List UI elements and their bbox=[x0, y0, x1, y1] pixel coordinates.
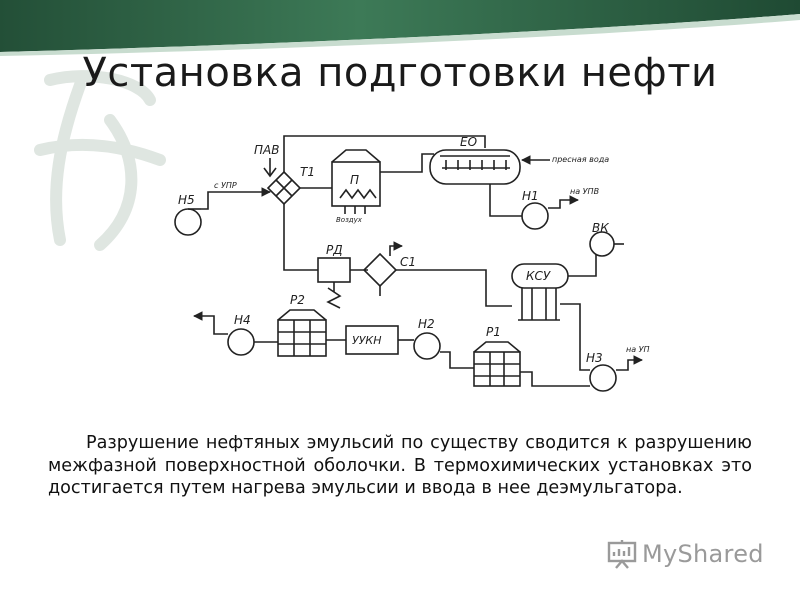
label-n4: Н4 bbox=[234, 313, 251, 327]
label-s-upr: с УПР bbox=[214, 181, 237, 190]
label-n1: Н1 bbox=[522, 189, 539, 203]
label-to-upv-1: на УПВ bbox=[570, 187, 599, 196]
label-fresh-water: пресная вода bbox=[552, 155, 609, 164]
label-pav: ПАВ bbox=[254, 143, 279, 157]
tank-r1 bbox=[473, 351, 521, 387]
logo-text: MyShared bbox=[642, 540, 764, 568]
top-decor-bar bbox=[0, 0, 800, 56]
pump-n5 bbox=[174, 208, 202, 236]
label-t1: Т1 bbox=[300, 165, 315, 179]
label-ksu: КСУ bbox=[526, 269, 551, 283]
label-rd: РД bbox=[326, 243, 343, 257]
label-n3: Н3 bbox=[586, 351, 603, 365]
tank-r2 bbox=[277, 319, 327, 357]
label-eo: ЕО bbox=[460, 135, 477, 149]
label-to-upv-2: на УПВ bbox=[626, 345, 650, 354]
pump-vk bbox=[589, 231, 615, 257]
pump-n1 bbox=[521, 202, 549, 230]
slide-title: Установка подготовки нефти bbox=[82, 50, 718, 96]
label-uukn: УУКН bbox=[352, 334, 382, 347]
settler-eo bbox=[429, 149, 521, 185]
myshared-logo: MyShared bbox=[606, 538, 766, 572]
slide-description: Разрушение нефтяных эмульсий по существу… bbox=[48, 433, 752, 498]
separator-c1 bbox=[362, 252, 398, 288]
label-vk: ВК bbox=[592, 221, 609, 235]
label-n2: Н2 bbox=[418, 317, 435, 331]
label-r2: Р2 bbox=[290, 293, 305, 307]
watermark-glyph bbox=[34, 70, 166, 251]
label-p: П bbox=[350, 173, 359, 187]
pump-n2 bbox=[413, 332, 441, 360]
pump-n4 bbox=[227, 328, 255, 356]
furnace-p bbox=[331, 161, 381, 207]
oil-treatment-diagram: ПАВ Т1 П ЕО Н1 Н5 с УПР пресная вода на … bbox=[174, 135, 650, 392]
pressure-regulator-rd bbox=[317, 257, 351, 283]
pump-n3 bbox=[589, 364, 617, 392]
label-r1: Р1 bbox=[486, 325, 501, 339]
label-air: Воздух bbox=[336, 216, 363, 224]
label-n5: Н5 bbox=[178, 193, 195, 207]
presentation-board-icon bbox=[607, 540, 637, 569]
label-c1: С1 bbox=[400, 255, 416, 269]
